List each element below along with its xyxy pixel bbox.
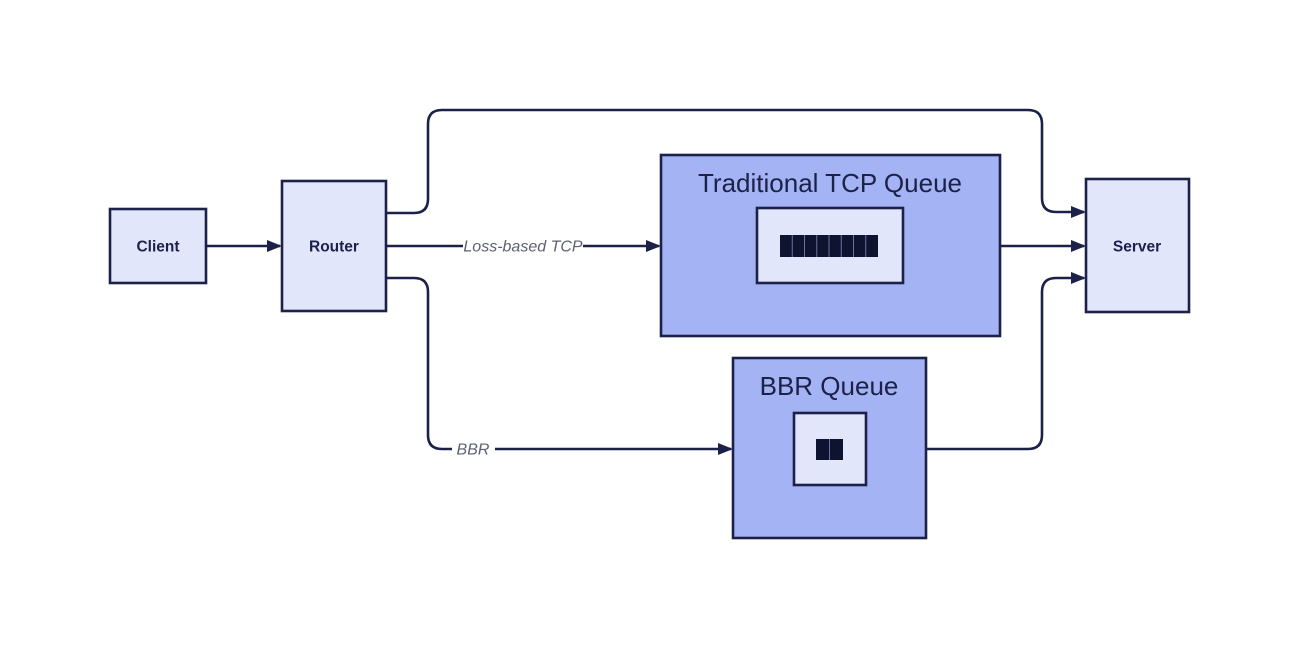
server-box [1084, 177, 1191, 314]
traditional-queue-cells [780, 235, 878, 257]
edge-router-bypass-to-server [386, 108, 1086, 218]
server-label: Server [1113, 239, 1161, 256]
node-server: Server [1084, 177, 1191, 314]
client-label: Client [136, 239, 179, 256]
node-router: Router [280, 179, 388, 313]
node-client: Client [108, 207, 208, 285]
edge-label-loss-based-tcp: Loss-based TCP [463, 239, 582, 256]
traditional-queue-title: Traditional TCP Queue [698, 168, 962, 198]
edges [206, 108, 1086, 455]
edge-router-to-bbr-label [386, 276, 452, 451]
node-bbr-queue: BBR Queue [731, 356, 928, 540]
bbr-queue-title: BBR Queue [760, 371, 899, 401]
edge-bbr-queue-to-server [926, 272, 1086, 451]
router-box [280, 179, 388, 313]
router-label: Router [309, 239, 359, 256]
node-traditional-tcp-queue: Traditional TCP Queue [659, 153, 1002, 338]
client-box [108, 207, 208, 285]
edge-label-bbr: BBR [457, 442, 490, 459]
bbr-queue-cells [816, 439, 843, 460]
